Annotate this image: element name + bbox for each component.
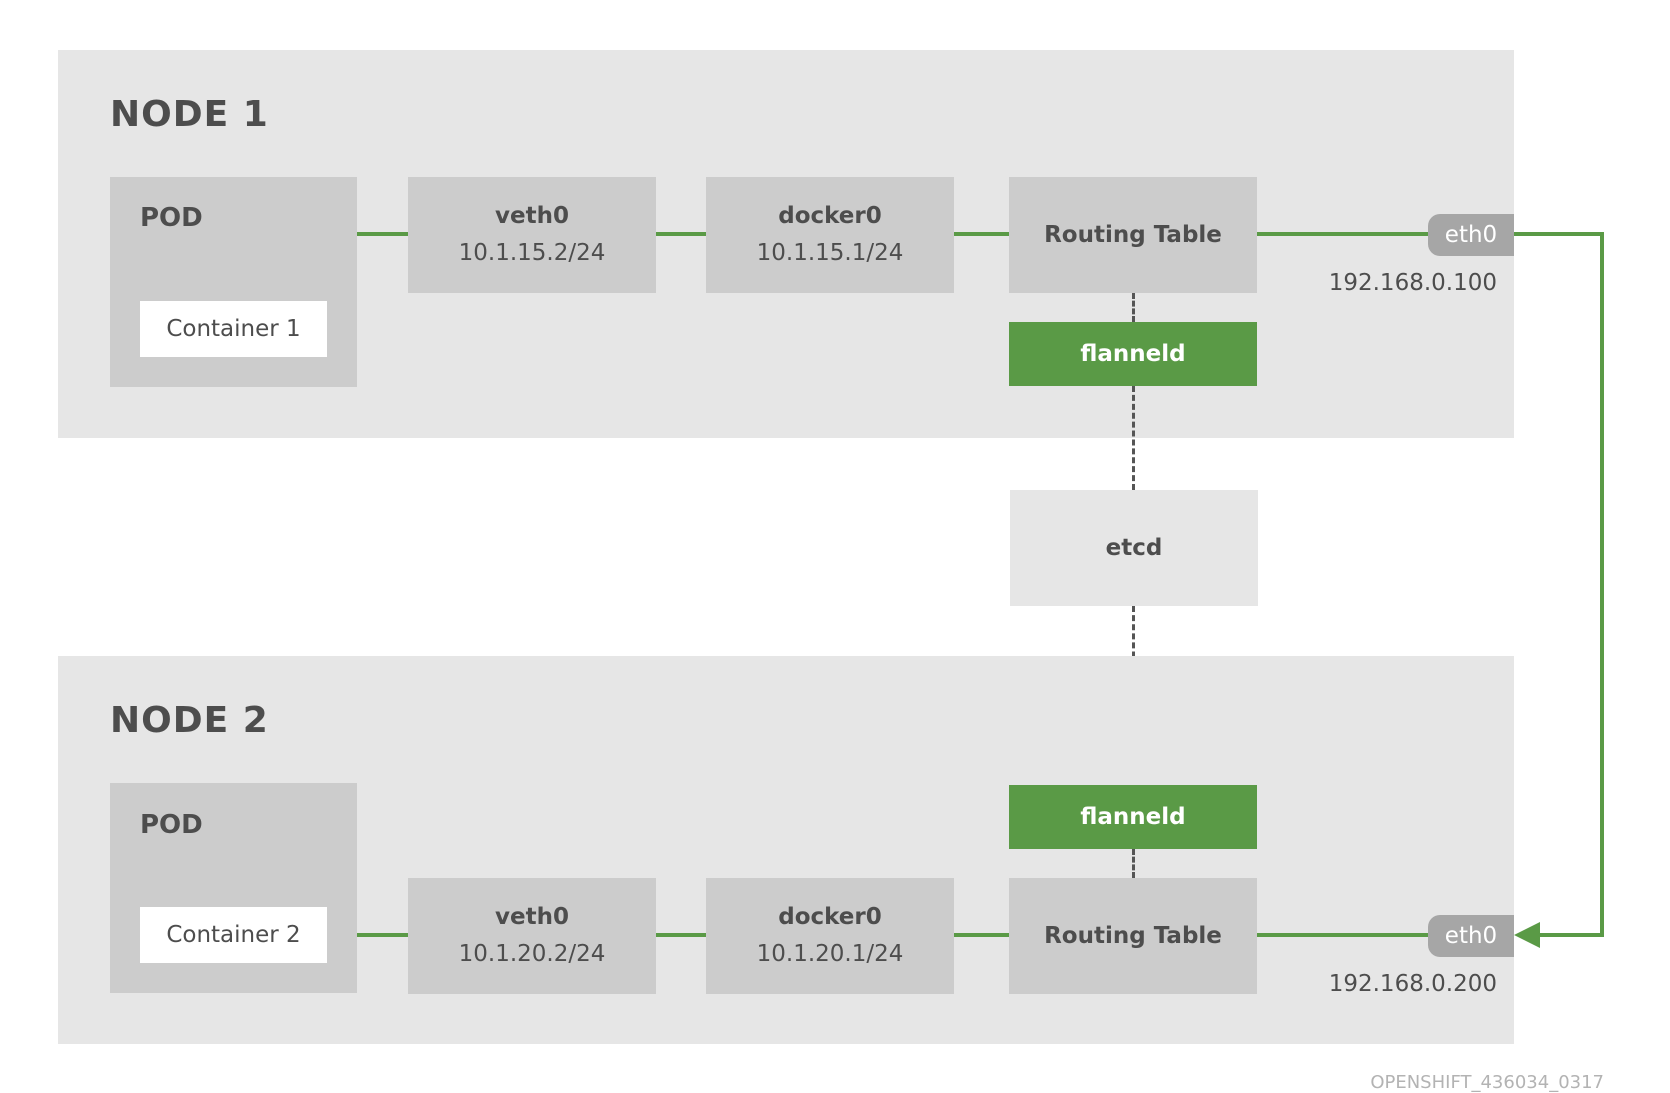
node-2-flanneld: flanneld — [1009, 785, 1257, 849]
node-1-veth-name: veth0 — [495, 203, 569, 229]
arrow-head-icon — [1514, 922, 1540, 948]
node-1-container: Container 1 — [140, 301, 327, 357]
node-1-link-veth-docker — [656, 232, 706, 236]
node-1-eth0: eth0 — [1428, 214, 1514, 256]
node-1-link-docker-routing — [954, 232, 1009, 236]
node-2-pod-label: POD — [140, 810, 203, 840]
node-1-veth-box: veth0 10.1.15.2/24 — [408, 177, 656, 293]
node-2-eth0-ip: 192.168.0.200 — [1328, 971, 1497, 997]
node-1-docker-box: docker0 10.1.15.1/24 — [706, 177, 954, 293]
node-1-pod-label: POD — [140, 203, 203, 233]
node-1-link-pod-veth — [357, 232, 408, 236]
node-1-veth-ip: 10.1.15.2/24 — [458, 240, 606, 266]
node-2-title: NODE 2 — [110, 700, 269, 741]
node-2-routing-label: Routing Table — [1044, 922, 1222, 949]
node-2-docker-box: docker0 10.1.20.1/24 — [706, 878, 954, 994]
node-2-container: Container 2 — [140, 907, 327, 963]
node-1-docker-name: docker0 — [778, 203, 882, 229]
node-2-docker-ip: 10.1.20.1/24 — [756, 941, 904, 967]
node-2-routing-table: Routing Table — [1009, 878, 1257, 994]
node-2-veth-box: veth0 10.1.20.2/24 — [408, 878, 656, 994]
route-vertical — [1600, 232, 1604, 937]
node-1-routing-table: Routing Table — [1009, 177, 1257, 293]
node-1-title: NODE 1 — [110, 94, 269, 135]
node-2-link-docker-routing — [954, 933, 1009, 937]
dashed-line-flanneld1-etcd — [1132, 386, 1135, 490]
route-eth2-in — [1536, 933, 1604, 937]
footer-id: OPENSHIFT_436034_0317 — [1370, 1072, 1604, 1093]
node-2-veth-name: veth0 — [495, 904, 569, 930]
node-2-link-routing-eth — [1257, 933, 1428, 937]
node-2-veth-ip: 10.1.20.2/24 — [458, 941, 606, 967]
route-eth1-out — [1514, 232, 1604, 236]
node-2-link-pod-veth — [357, 933, 408, 937]
etcd-box: etcd — [1010, 490, 1258, 606]
node-1-docker-ip: 10.1.15.1/24 — [756, 240, 904, 266]
node-1-eth0-ip: 192.168.0.100 — [1328, 270, 1497, 296]
node-2-docker-name: docker0 — [778, 904, 882, 930]
dashed-line-flanneld2-routing2 — [1132, 849, 1135, 878]
node-1-routing-label: Routing Table — [1044, 221, 1222, 248]
dashed-line-routing1-flanneld1 — [1132, 293, 1135, 322]
node-1-link-routing-eth — [1257, 232, 1428, 236]
node-2-link-veth-docker — [656, 933, 706, 937]
node-2-eth0: eth0 — [1428, 915, 1514, 957]
node-1-flanneld: flanneld — [1009, 322, 1257, 386]
